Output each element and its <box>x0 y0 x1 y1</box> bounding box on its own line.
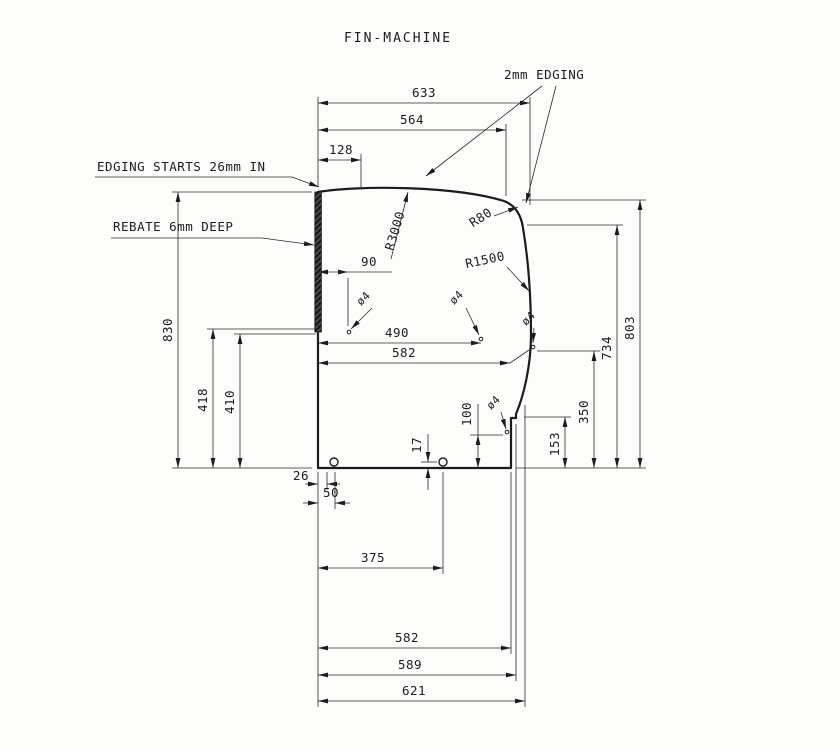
dia4-label-1: ø4 <box>354 289 373 308</box>
hole-mid-left <box>346 329 352 335</box>
edging-leader-top-edge <box>425 85 543 177</box>
edging-hatch-strip <box>314 191 322 333</box>
dimension-top-group: 633 564 128 <box>317 85 531 205</box>
bottom-hole-left <box>329 457 339 467</box>
dim-375-label: 375 <box>361 550 385 565</box>
dimension-right-group: 153 350 734 803 <box>516 199 646 469</box>
edging-leader-right-edge <box>525 85 557 204</box>
dia4-leader-4 <box>500 411 507 430</box>
edging-starts-label: EDGING STARTS 26mm IN <box>97 159 266 174</box>
dim-128-label: 128 <box>329 142 353 157</box>
callout-edging: 2mm EDGING <box>425 67 584 204</box>
dim-633-label: 633 <box>412 85 436 100</box>
dimension-middle-group: 90 490 582 100 17 <box>318 254 530 490</box>
dim-582-mid-label: 582 <box>392 345 416 360</box>
dia4-leader-2 <box>465 307 480 336</box>
part-outline-group <box>314 186 536 470</box>
r3000-leader <box>390 191 409 260</box>
edging-starts-leader <box>291 176 320 188</box>
radius-callouts: R3000 R80 R1500 <box>382 191 530 292</box>
r80-label: R80 <box>466 204 494 230</box>
dim-418-label: 418 <box>195 388 210 412</box>
hole-right-edge <box>530 344 536 350</box>
dim-830-label: 830 <box>160 318 175 342</box>
dia4-label-4: ø4 <box>484 393 503 412</box>
callout-edging-starts: EDGING STARTS 26mm IN <box>95 159 320 188</box>
dim-17-label: 17 <box>409 437 424 453</box>
dim-153-label: 153 <box>547 432 562 456</box>
edging-label: 2mm EDGING <box>504 67 584 82</box>
dim-100-label: 100 <box>459 402 474 426</box>
dia4-leader-1 <box>350 307 373 330</box>
r1500-label: R1500 <box>464 248 506 271</box>
dimension-bottom-group: 26 50 375 582 589 621 <box>293 405 526 707</box>
dim-621-label: 621 <box>402 683 426 698</box>
dim-734-label: 734 <box>599 336 614 360</box>
callout-rebate: REBATE 6mm DEEP <box>111 219 315 247</box>
dim-350-label: 350 <box>576 400 591 424</box>
part-outline <box>316 186 533 470</box>
r80-leader <box>493 206 519 217</box>
dim-490-label: 490 <box>385 325 409 340</box>
drawing-title: FIN-MACHINE <box>344 31 452 46</box>
dim-410-label: 410 <box>222 390 237 414</box>
dia4-leader-3 <box>531 327 537 344</box>
r1500-leader <box>506 266 530 292</box>
rebate-leader <box>261 237 315 247</box>
dim-589-label: 589 <box>398 657 422 672</box>
dimension-left-group: 830 418 410 <box>160 191 316 469</box>
dim-582-jog <box>509 349 530 364</box>
dim-564-label: 564 <box>400 112 424 127</box>
dia4-label-2: ø4 <box>447 288 466 307</box>
dim-803-label: 803 <box>622 316 637 340</box>
dia4-label-3: ø4 <box>519 309 538 328</box>
rebate-label: REBATE 6mm DEEP <box>113 219 233 234</box>
hole-mid-center <box>478 336 484 342</box>
dim-582-bottom-label: 582 <box>395 630 419 645</box>
dim-50-label: 50 <box>323 485 339 500</box>
bottom-hole-right <box>438 457 448 467</box>
dim-26-label: 26 <box>293 468 309 483</box>
hole-lower-right <box>504 429 510 435</box>
diameter-callouts: ø4 ø4 ø4 ø4 <box>350 288 538 430</box>
dim-90-label: 90 <box>361 254 377 269</box>
